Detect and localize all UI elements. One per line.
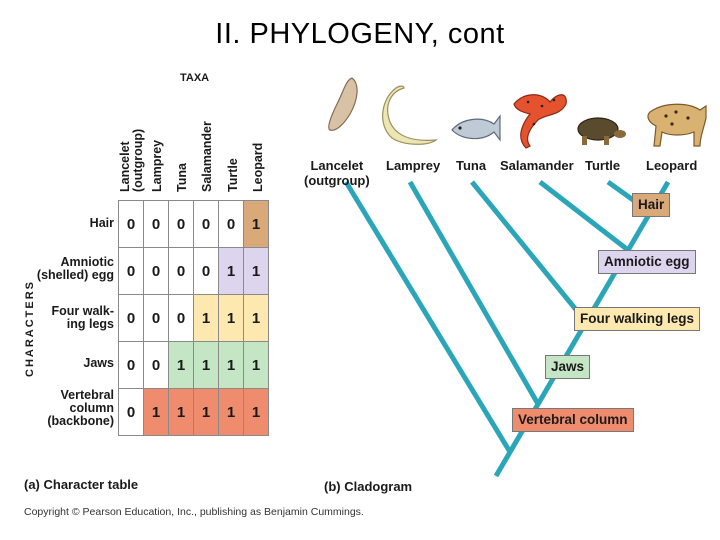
- row-label-jaws: Jaws: [83, 356, 114, 370]
- taxon-label-turtle: Turtle: [585, 158, 621, 173]
- taxon-label-leopard: Leopard: [646, 158, 698, 173]
- table-cell: 1: [243, 294, 269, 342]
- table-cell: 1: [218, 388, 244, 436]
- character-label-amniotic-egg: Amniotic egg: [598, 250, 696, 274]
- leopard-illustration: [647, 103, 707, 147]
- character-label-jaws: Jaws: [545, 355, 591, 379]
- turtle-illustration: [577, 117, 626, 145]
- table-row: 0 1 1 1 1 1: [118, 388, 269, 436]
- table-cell: 1: [243, 200, 269, 248]
- table-cell: 1: [243, 388, 269, 436]
- table-cell: 0: [118, 294, 144, 342]
- table-cell: 1: [218, 294, 244, 342]
- table-cell: 1: [168, 388, 194, 436]
- table-cell: 1: [243, 341, 269, 389]
- table-cell: 0: [168, 200, 194, 248]
- row-label-vertebral-column: Vertebral column (backbone): [47, 388, 114, 428]
- taxon-label-tuna: Tuna: [456, 158, 487, 173]
- branch-tuna: [470, 180, 588, 324]
- branch-lancelet: [343, 180, 513, 454]
- character-label-four-walking-legs: Four walking legs: [574, 307, 701, 331]
- table-cell: 1: [243, 247, 269, 295]
- branch-lamprey: [407, 180, 541, 406]
- taxon-label-salamander: Salamander: [500, 158, 574, 173]
- table-cell: 1: [168, 341, 194, 389]
- tuna-illustration: [451, 114, 501, 142]
- table-cell: 0: [118, 388, 144, 436]
- row-label-four-walking-legs: Four walk- ing legs: [51, 304, 114, 331]
- table-cell: 1: [143, 388, 169, 436]
- table-cell: 1: [193, 294, 219, 342]
- table-row: 0 0 0 1 1 1: [118, 294, 269, 342]
- table-cell: 0: [218, 200, 244, 248]
- character-table-caption: (a) Character table: [24, 477, 139, 492]
- taxa-illustrations: [328, 77, 707, 149]
- table-row: 0 0 0 0 0 1: [118, 200, 269, 248]
- row-label-hair: Hair: [89, 216, 114, 230]
- taxon-label-lamprey: Lamprey: [386, 158, 441, 173]
- slide-title: II. PHYLOGENY, cont: [215, 18, 505, 50]
- taxon-label-lancelet: Lancelet (outgroup): [304, 158, 370, 188]
- table-cell: 0: [118, 341, 144, 389]
- branch-salamander: [538, 180, 630, 252]
- lancelet-illustration: [328, 77, 358, 131]
- cladogram-caption: (b) Cladogram: [324, 479, 413, 494]
- character-table: 0 0 0 0 0 1 0 0 0 0 1 1 0 0 0 1 1 1 0 0 …: [118, 200, 269, 436]
- character-label-hair: Hair: [632, 193, 671, 217]
- salamander-illustration: [513, 94, 567, 149]
- lamprey-illustration: [382, 85, 439, 145]
- table-row: 0 0 1 1 1 1: [118, 341, 269, 389]
- copyright-notice: Copyright © Pearson Education, Inc., pub…: [24, 506, 364, 518]
- taxa-heading: TAXA: [180, 72, 210, 84]
- character-label-vertebral-column: Vertebral column: [512, 408, 634, 432]
- table-cell: 0: [168, 294, 194, 342]
- row-label-amniotic-egg: Amniotic (shelled) egg: [36, 255, 114, 282]
- table-cell: 1: [218, 341, 244, 389]
- table-row: 0 0 0 0 1 1: [118, 247, 269, 295]
- table-cell: 0: [118, 200, 144, 248]
